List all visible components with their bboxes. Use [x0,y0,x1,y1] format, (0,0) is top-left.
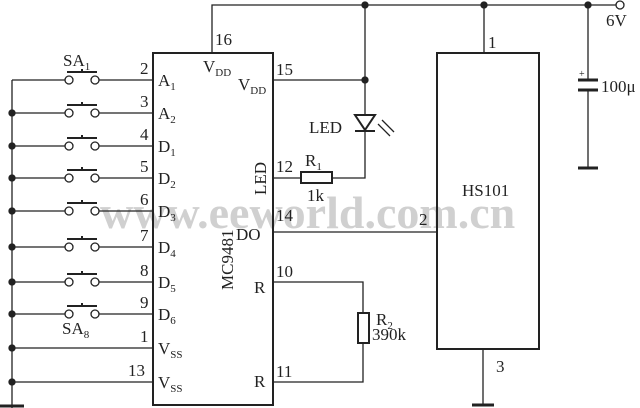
left-pin-row: 8D5 [8,261,176,295]
pushbutton-switch[interactable] [64,271,100,287]
pushbutton-switch[interactable] [64,200,100,216]
supply-label: 6V [606,11,628,30]
pin-12-label: LED [251,162,270,195]
mc9481-label: MC9481 [218,230,237,290]
pin-12-number: 12 [276,157,293,176]
watermark: www.eeworld.com.cn [100,187,515,238]
sa1-label: SA1 [63,51,90,73]
pin-number: 6 [140,190,149,209]
pin-14-label: DO [236,225,261,244]
pin-11-number: 11 [276,362,292,381]
pushbutton-switch[interactable] [64,135,100,151]
hs101-chip [436,52,540,350]
led-symbol [353,114,395,137]
pin-16-label: VDD [203,57,231,79]
junction-dot [8,142,16,150]
capacitor-value: 100μ [601,77,636,96]
pin-number: 3 [140,92,149,111]
pin-number: 9 [140,293,149,312]
junction-dot [8,243,16,251]
pin-label: D6 [158,305,176,327]
hs101-pin-2-number: 2 [419,210,428,229]
pin-10-number: 10 [276,262,293,281]
mc9481-chip [152,52,274,406]
hs101-label: HS101 [462,181,509,200]
r2-resistor [357,312,370,344]
junction-dot [8,310,16,318]
left-pin-row: 2A1 [12,59,176,93]
pin-15-number: 15 [276,60,293,79]
led-label: LED [309,118,342,137]
sa8-label: SA8 [62,319,90,341]
junction-dot [8,278,16,286]
left-pin-row: 5D2 [8,157,176,191]
pin-label: D4 [158,238,176,260]
pin-label: D5 [158,273,176,295]
pin-number: 1 [140,327,149,346]
pushbutton-switch[interactable] [64,102,100,118]
pin-11-wire [273,343,364,383]
r1-label: R1 [305,151,322,173]
left-pin-row: 4D1 [8,125,176,159]
pin-number: 2 [140,59,149,78]
hs101-pin-3-number: 3 [496,357,505,376]
junction-dot [8,174,16,182]
hs101-pin-1-number: 1 [488,33,497,52]
pushbutton-switch[interactable] [64,303,100,319]
left-pin-row: 6D3 [8,190,176,224]
pin-number: 4 [140,125,149,144]
pin-16-number: 16 [215,30,232,49]
pin-15-label: VDD [238,75,266,97]
pin-label: D1 [158,137,176,159]
r2-value: 390k [372,325,407,344]
junction-dot [8,207,16,215]
pin-label: D2 [158,169,176,191]
pushbutton-switch[interactable] [64,236,100,252]
pushbutton-switch[interactable] [64,167,100,183]
r1-resistor [300,171,333,184]
junction-dot [8,109,16,117]
pin-11-label: R [254,372,266,391]
led-wire [332,131,366,179]
r1-value: 1k [307,186,325,205]
pin-label: D3 [158,202,176,224]
junction-dot [8,344,16,352]
r2-label: R2 [376,310,393,332]
pin-number: 8 [140,261,149,280]
supply-terminal [615,0,625,10]
pin-number: 7 [140,226,149,245]
pin-14-number: 14 [276,206,294,225]
pin-label: VSS [158,373,183,395]
pin-label: VSS [158,339,183,361]
left-pin-row: 3A2 [8,92,176,126]
pin-number: 13 [128,361,145,380]
pin-10-wire [273,281,364,313]
capacitor-polarity: + [579,69,585,80]
pin-label: A2 [158,104,176,126]
pushbutton-switch[interactable] [64,69,100,85]
pin-number: 5 [140,157,149,176]
left-pin-row: 9D6 [8,293,176,327]
pin-10-label: R [254,278,266,297]
left-pin-row: 7D4 [8,226,176,260]
pin-label: A1 [158,71,176,93]
vdd-rail [211,4,616,53]
junction-dot [8,378,16,386]
